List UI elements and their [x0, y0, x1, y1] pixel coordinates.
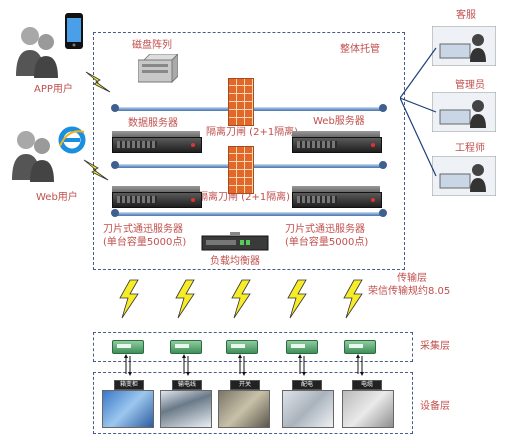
web-server-label: Web服务器: [313, 116, 365, 127]
blade-right-top: [292, 186, 380, 192]
device-layer-boundary: [93, 372, 413, 434]
blade-left-line1: 刀片式通迅服务器: [103, 224, 183, 235]
bottom-bus: [111, 209, 387, 217]
hosting-label: 整体托管: [340, 44, 380, 55]
updown-arrow-icon: [356, 354, 364, 376]
device-photo-powerline: [160, 390, 212, 428]
data-server-top: [112, 131, 200, 137]
device-caption: 配电: [292, 380, 322, 390]
lightning-icon: [83, 159, 109, 181]
web-server-top: [292, 131, 380, 137]
device-caption: 开关: [230, 380, 260, 390]
data-server: [112, 137, 202, 153]
gateway2-label: 隔离刀闸 (2+1隔离): [198, 192, 291, 203]
lightning-icon: [343, 279, 363, 319]
collector-device: [112, 340, 144, 354]
blade-right-line1: 刀片式通迅服务器: [285, 224, 365, 235]
disk-array-icon: [137, 52, 180, 84]
load-balancer-label: 负载均衡器: [210, 256, 260, 267]
staff-connection-lines: [400, 47, 437, 177]
lightning-icon: [287, 279, 307, 319]
web-user-people-icon: [8, 126, 58, 182]
web-server: [292, 137, 382, 153]
device-layer-label: 设备层: [420, 401, 450, 412]
acquisition-layer-boundary: [93, 332, 413, 362]
collector-device: [286, 340, 318, 354]
admin-staff-icon: [431, 91, 497, 133]
smartphone-icon: [64, 12, 84, 50]
gateway1-label: 隔离刀闸 (2+1隔离): [206, 127, 299, 138]
device-caption: 输电线: [172, 380, 202, 390]
lightning-icon: [175, 279, 195, 319]
updown-arrow-icon: [182, 354, 190, 376]
browser-icon: [58, 126, 86, 154]
customer-service-label: 客服: [456, 10, 476, 21]
customer-service-staff-icon: [431, 25, 497, 67]
acquisition-layer-label: 采集层: [420, 341, 450, 352]
admin-label: 管理员: [455, 80, 485, 91]
blade-right-line2: (单台容量5000点): [285, 237, 369, 248]
data-server-label: 数据服务器: [128, 118, 178, 129]
hosting-boundary: [93, 32, 405, 270]
device-photo-distribution: [282, 390, 334, 428]
app-user-label: APP用户: [34, 84, 73, 95]
engineer-staff-icon: [431, 155, 497, 197]
device-caption: 箱变柜: [114, 380, 144, 390]
collector-device: [170, 340, 202, 354]
lightning-icon: [231, 279, 251, 319]
updown-arrow-icon: [124, 354, 132, 376]
blade-left-line2: (单台容量5000点): [103, 237, 187, 248]
web-user-label: Web用户: [36, 192, 78, 203]
collector-device: [344, 340, 376, 354]
firewall-icon: [228, 78, 254, 126]
blade-left-top: [112, 186, 200, 192]
lightning-icon: [85, 71, 111, 93]
device-photo-cable: [342, 390, 394, 428]
device-caption: 电缆: [352, 380, 382, 390]
lightning-icon: [119, 279, 139, 319]
device-photo-switch: [218, 390, 270, 428]
firewall-icon: [228, 146, 254, 194]
transport-layer-label: 传输层: [397, 273, 427, 284]
load-balancer-icon: [200, 232, 270, 252]
collector-device: [226, 340, 258, 354]
disk-array-label: 磁盘阵列: [132, 40, 172, 51]
device-photo-transformer: [102, 390, 154, 428]
blade-server-left: [112, 192, 202, 208]
updown-arrow-icon: [238, 354, 246, 376]
app-user-people-icon: [12, 22, 62, 78]
updown-arrow-icon: [298, 354, 306, 376]
blade-server-right: [292, 192, 382, 208]
protocol-label: 荣信传输规约8.05: [368, 286, 451, 297]
engineer-label: 工程师: [455, 143, 485, 154]
